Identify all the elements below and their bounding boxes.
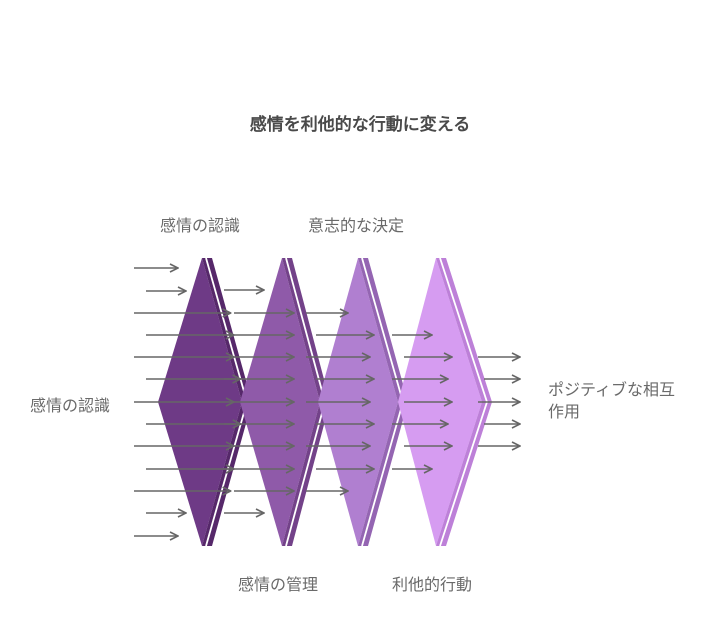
label-left-recognition: 感情の認識 <box>30 396 111 415</box>
label-bottom-altruism: 利他的行動 <box>392 575 473 594</box>
diagram-title: 感情を利他的な行動に変える <box>249 115 471 135</box>
label-top-decision: 意志的な決定 <box>308 216 405 235</box>
label-top-recognition: 感情の認識 <box>160 216 241 235</box>
label-right-interaction: ポジティブな相互作用 <box>548 380 676 421</box>
label-bottom-management: 感情の管理 <box>238 575 319 594</box>
